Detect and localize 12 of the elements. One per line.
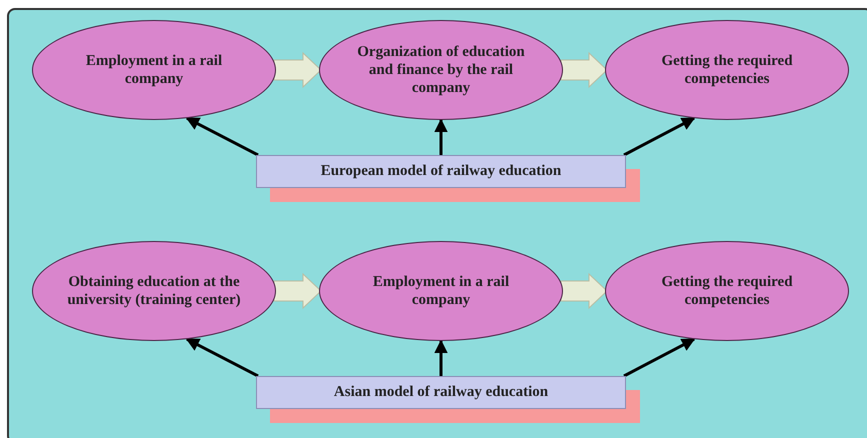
arrow (186, 116, 259, 156)
block-arrow (274, 52, 322, 88)
arrow (434, 340, 448, 376)
block-arrow (560, 52, 608, 88)
block-arrow (560, 272, 608, 310)
model-box: Asian model of railway education (256, 376, 626, 409)
arrow (434, 118, 448, 155)
block-arrow (274, 272, 322, 310)
arrow (623, 116, 696, 156)
model-box: European model of railway education (256, 155, 626, 188)
arrow (186, 338, 259, 378)
arrow (623, 338, 696, 378)
